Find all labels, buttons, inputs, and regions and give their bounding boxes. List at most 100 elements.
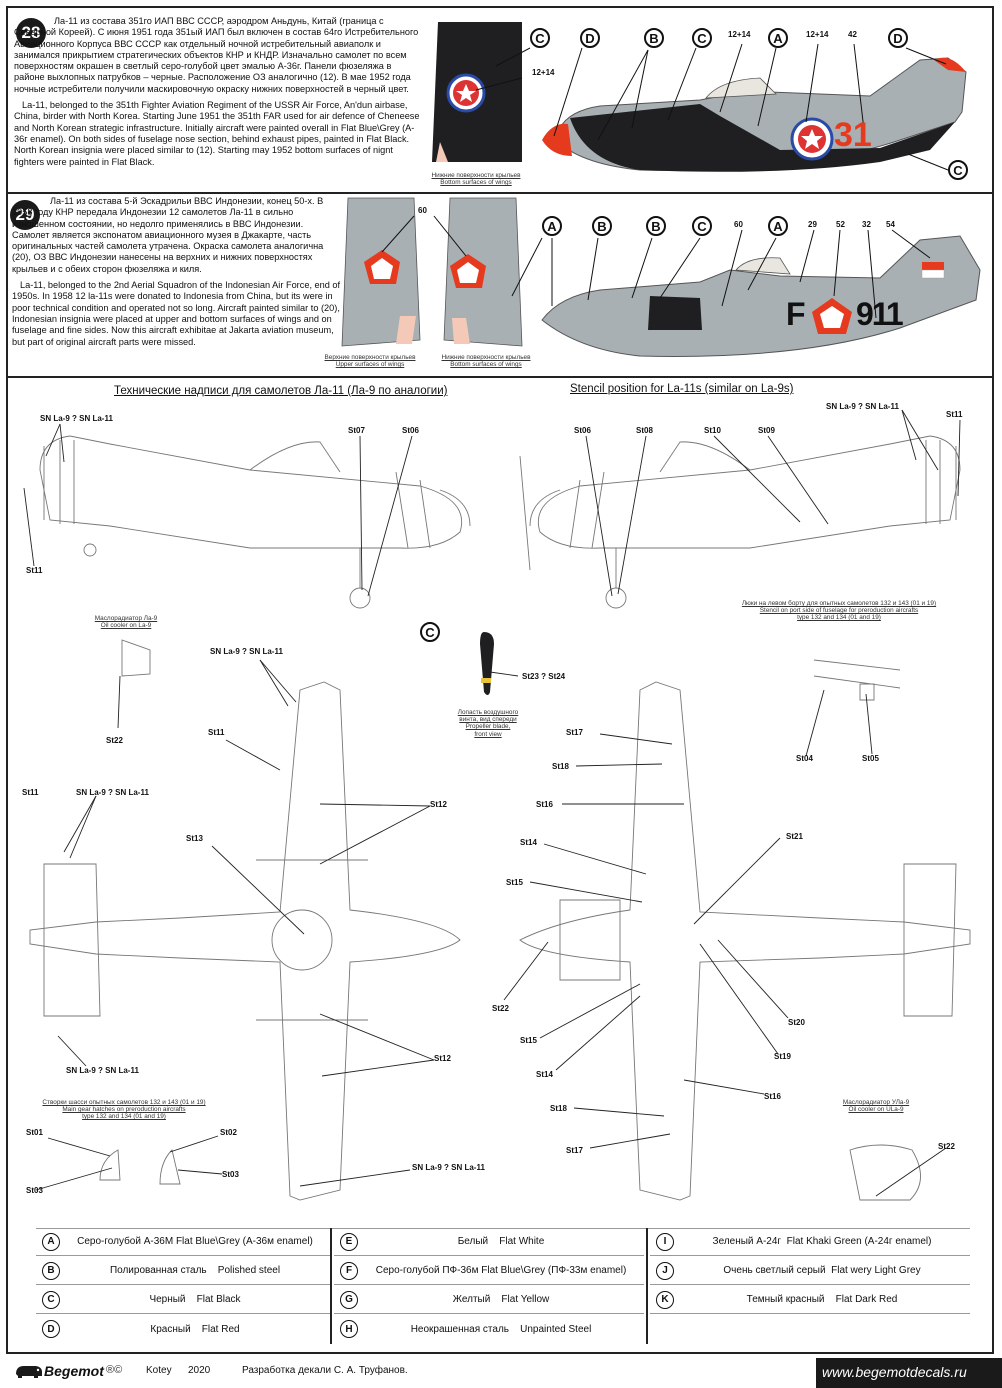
side-view-left xyxy=(39,435,462,549)
stencil-label: St22 xyxy=(938,1142,955,1151)
callout-c: C xyxy=(692,28,712,48)
stencil-label: St15 xyxy=(520,1036,537,1045)
color-legend: A Серо-голубой А-36М Flat Blue\Grey (А-3… xyxy=(36,1228,970,1344)
legend-item: E Белый Flat White xyxy=(334,1228,644,1256)
stencil-label: St13 xyxy=(186,834,203,843)
stencil-label: St05 xyxy=(862,754,879,763)
marking-number: 12+14 xyxy=(532,68,555,77)
url-bar xyxy=(816,1358,1002,1388)
stencil-label: St22 xyxy=(492,1004,509,1013)
callout-d: D xyxy=(580,28,600,48)
oil-cooler-la9-caption: Маслорадиатор Ла-9 Oil cooler on La-9 xyxy=(94,615,158,630)
stencil-label: St09 xyxy=(758,426,775,435)
stencil-label: St22 xyxy=(106,736,123,745)
legend-item: C Черный Flat Black xyxy=(36,1286,330,1314)
legend-item: K Темный красный Flat Dark Red xyxy=(650,1286,970,1314)
stencil-label: St18 xyxy=(552,762,569,771)
profile-29-text: Ла-11 из состава 5-й Эскадрильи ВВС Индо… xyxy=(12,196,342,353)
callout-b: B xyxy=(644,28,664,48)
legend-item: G Желтый Flat Yellow xyxy=(334,1286,644,1314)
divider-1 xyxy=(6,192,994,194)
stencil-label: St07 xyxy=(348,426,365,435)
callout-b: B xyxy=(646,216,666,236)
callout-c: C xyxy=(692,216,712,236)
stencil-label: St03 xyxy=(222,1170,239,1179)
legend-key: G xyxy=(340,1290,358,1309)
callout-a: A xyxy=(768,216,788,236)
fuselage-code-right: 911 xyxy=(856,296,904,332)
stencil-label: St20 xyxy=(788,1018,805,1027)
stencil-label: St06 xyxy=(574,426,591,435)
stencil-label: St16 xyxy=(536,800,553,809)
stencil-label: St01 xyxy=(26,1128,43,1137)
stencil-label: St17 xyxy=(566,1146,583,1155)
marking-number: 60 xyxy=(734,220,743,229)
upper-wing-caption: Верхние поверхности крыльев Upper surfac… xyxy=(324,354,416,369)
marking-number: 60 xyxy=(418,206,427,215)
legend-separator xyxy=(330,1228,332,1344)
callout-a: A xyxy=(542,216,562,236)
legend-key: A xyxy=(42,1232,60,1251)
wing-caption: Нижние поверхности крыльев Bottom surfac… xyxy=(431,172,521,187)
legend-item: H Неокрашенная сталь Unpainted Steel xyxy=(334,1315,644,1343)
propeller-blade xyxy=(480,632,494,695)
footer: Begemot ®© Kotey 2020 Разработка декали … xyxy=(0,1358,1002,1388)
marking-number: 12+14 xyxy=(806,30,829,39)
legend-item: J Очень светлый серый Flat wery Light Gr… xyxy=(650,1257,970,1285)
profile-number-badge: 28 xyxy=(16,18,46,48)
profile-28-text-ru: Ла-11 из состава 351го ИАП ВВС СССР, аэр… xyxy=(14,16,419,94)
stencil-label: St23 ? St24 xyxy=(522,672,566,681)
sn-label: SN La-9 ? SN La-11 xyxy=(412,1163,485,1172)
stencil-label: St16 xyxy=(764,1092,781,1101)
callout-a: A xyxy=(768,28,788,48)
stencil-label: St12 xyxy=(434,1054,451,1063)
side-view-right xyxy=(538,435,961,549)
sn-label: SN La-9 ? SN La-11 xyxy=(826,402,899,411)
author: Kotey xyxy=(146,1365,172,1376)
callout-b: B xyxy=(592,216,612,236)
stencil-label: St21 xyxy=(786,832,803,841)
legend-key: H xyxy=(340,1320,358,1338)
marking-number: 52 xyxy=(836,220,845,229)
sn-label: SN La-9 ? SN La-11 xyxy=(210,647,283,656)
propeller-caption: Лопасть воздушного винта, вид спереди Pr… xyxy=(457,709,519,738)
stencil-label: St06 xyxy=(402,426,419,435)
stencil-label: St12 xyxy=(430,800,447,809)
credit-text: Разработка декали С. А. Труфанов. xyxy=(242,1365,408,1376)
stencil-label: St11 xyxy=(26,566,43,575)
stencil-label: St03 xyxy=(26,1186,43,1195)
profile-29-text-en: La-11, belonged to the 2nd Aerial Squadr… xyxy=(12,280,341,347)
profile-28-text-en: La-11, belonged to the 351th Fighter Avi… xyxy=(14,100,420,167)
callout-c: C xyxy=(530,28,550,48)
legend-key: F xyxy=(340,1261,358,1280)
legend-key: K xyxy=(656,1290,674,1309)
callout-c: C xyxy=(420,622,440,642)
stencil-label: St08 xyxy=(636,426,653,435)
plan-view-left xyxy=(29,681,461,1201)
stencil-label: St18 xyxy=(550,1104,567,1113)
stencil-label: St14 xyxy=(520,838,537,847)
legend-key: D xyxy=(42,1320,60,1338)
website-link[interactable]: www.begemotdecals.ru xyxy=(822,1364,967,1380)
stencil-label: St14 xyxy=(536,1070,553,1079)
main-gear-caption: Створки шасси опытных самолетов 132 и 14… xyxy=(42,1099,206,1121)
profile-number-badge: 29 xyxy=(10,200,40,230)
hippo-logo-icon xyxy=(16,1366,42,1378)
legend-key: E xyxy=(340,1232,358,1251)
stencil-label: St11 xyxy=(22,788,39,797)
marking-number: 32 xyxy=(862,220,871,229)
plan-view-right xyxy=(519,681,971,1201)
legend-item: F Серо-голубой ПФ-36м Flat Blue\Grey (ПФ… xyxy=(334,1257,644,1285)
legend-key: C xyxy=(42,1290,60,1309)
stencil-label: St15 xyxy=(506,878,523,887)
callout-d: D xyxy=(888,28,908,48)
sn-label: SN La-9 ? SN La-11 xyxy=(76,788,149,797)
stencil-label: St11 xyxy=(946,410,963,419)
stencil-label: St17 xyxy=(566,728,583,737)
profile-29-text-ru: Ла-11 из состава 5-й Эскадрильи ВВС Индо… xyxy=(12,196,324,274)
brand-name: Begemot xyxy=(44,1363,104,1379)
year: 2020 xyxy=(188,1365,211,1376)
